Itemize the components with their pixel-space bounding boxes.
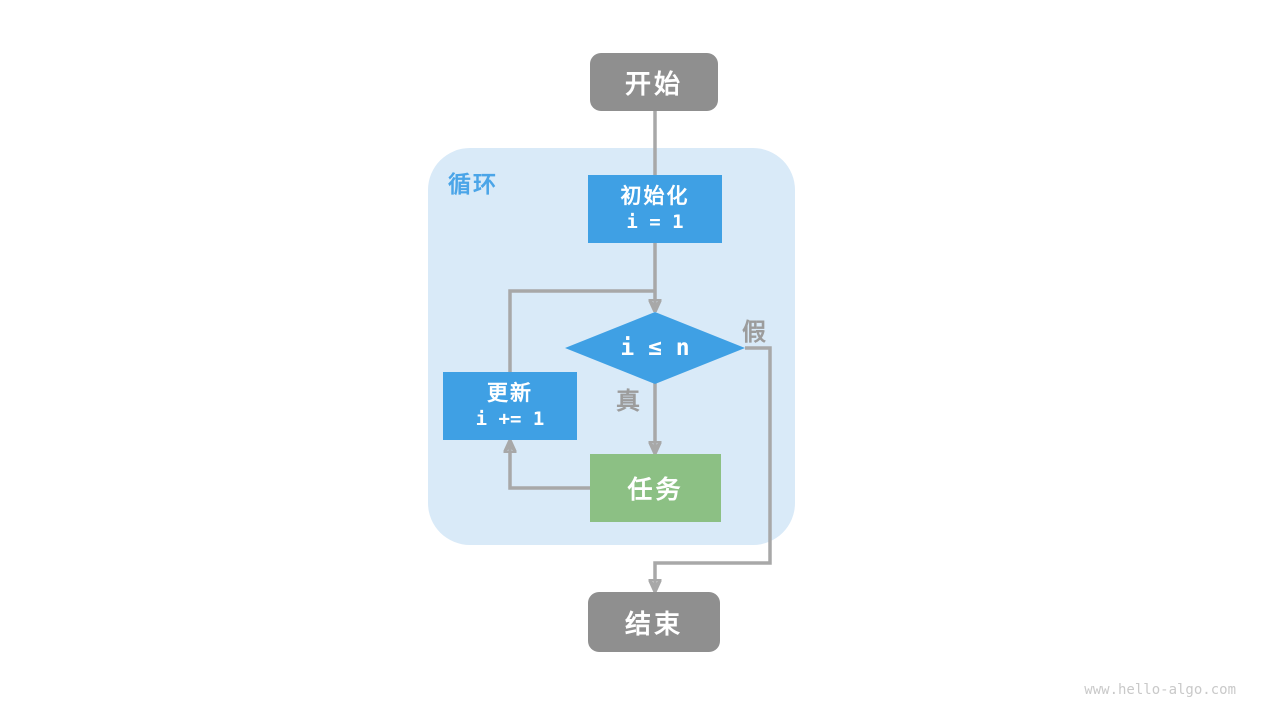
task-node: 任务: [590, 454, 721, 522]
init-node: 初始化 i = 1: [588, 175, 722, 243]
start-node: 开始: [590, 53, 718, 111]
update-node: 更新 i += 1: [443, 372, 577, 440]
true-branch-label: 真: [616, 388, 640, 415]
update-node-code: i += 1: [475, 408, 545, 431]
init-node-code: i = 1: [626, 211, 684, 234]
condition-expression: i ≤ n: [620, 335, 690, 361]
loop-region-label: 循环: [448, 171, 498, 197]
watermark: www.hello-algo.com: [1084, 682, 1236, 698]
init-node-title: 初始化: [620, 185, 690, 208]
end-node: 结束: [588, 592, 720, 652]
end-node-label: 结束: [624, 608, 683, 639]
start-node-label: 开始: [624, 68, 683, 99]
task-node-label: 任务: [627, 476, 684, 504]
update-node-title: 更新: [487, 382, 533, 405]
false-branch-label: 假: [742, 319, 766, 346]
